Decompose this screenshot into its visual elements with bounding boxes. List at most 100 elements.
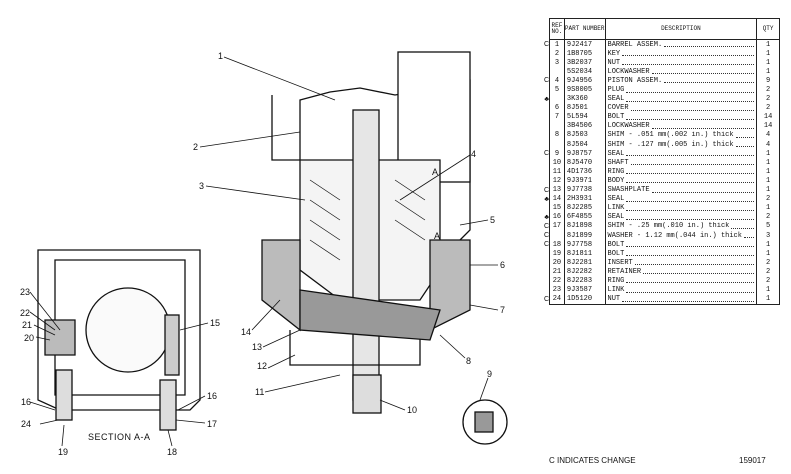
part-number-cell: 3B2037 <box>565 58 606 68</box>
description-cell: LOCKWASHER <box>606 121 758 131</box>
description-cell: RING <box>606 276 758 286</box>
qty-cell: 1 <box>765 58 771 67</box>
callout-section-a-top: A <box>432 167 439 177</box>
ref-cell: 1 <box>550 40 565 50</box>
description-cell: BODY <box>606 176 758 186</box>
ref-cell: 15 <box>550 203 565 213</box>
part-number-cell: 8J2282 <box>565 267 606 277</box>
callout-19: 19 <box>58 447 69 457</box>
description-text: SHAFT <box>607 158 629 167</box>
callout-24: 24 <box>21 419 32 429</box>
footnote: C INDICATES CHANGE <box>549 456 636 465</box>
ref-cell: 20 <box>550 258 565 268</box>
part-number-cell: 8J503 <box>565 130 606 141</box>
output-shaft <box>352 374 382 414</box>
description-text: SEAL <box>607 195 625 204</box>
description-text: BARREL ASSEM. <box>607 40 663 49</box>
qty-cell: 1 <box>765 286 771 295</box>
callout-1: 3 <box>199 181 205 191</box>
part-number-cell: 2H3931 <box>565 194 606 204</box>
ref-cell: 22 <box>550 276 565 286</box>
ref-cell: 9 <box>550 149 565 159</box>
header-desc: DESCRIPTION <box>606 19 758 39</box>
qty-cell: 1 <box>765 249 771 258</box>
ref-cell: 12 <box>550 176 565 186</box>
ref-cell: 17 <box>550 221 565 231</box>
description-cell: LINK <box>606 285 758 295</box>
ref-cell <box>550 94 565 104</box>
description-text: SEAL <box>607 213 625 222</box>
qty-cell: 3 <box>765 231 771 240</box>
change-mark: C <box>543 186 549 194</box>
description-text: SHIM - .127 mm(.005 in.) thick <box>607 140 734 149</box>
qty-cell: 9 <box>765 76 771 85</box>
part-number-cell: 1D5120 <box>565 294 606 304</box>
description-cell: WASHER - 1.12 mm(.044 in.) thick <box>606 230 758 241</box>
description-cell: BOLT <box>606 240 758 250</box>
section-label: SECTION A-A <box>88 432 151 442</box>
qty-cell: 1 <box>765 167 771 176</box>
description-text: SEAL <box>607 95 625 104</box>
description-cell: KEY <box>606 49 758 59</box>
description-cell: INSERT <box>606 258 758 268</box>
section-bore <box>85 287 171 373</box>
ref-cell: 11 <box>550 167 565 177</box>
description-cell: RETAINER <box>606 267 758 277</box>
qty-cell: 1 <box>765 40 771 49</box>
part-number-cell: 6F4855 <box>565 212 606 222</box>
ref-cell: 6 <box>550 103 565 113</box>
change-mark: ♣ <box>544 213 549 221</box>
qty-cell: 4 <box>765 131 771 140</box>
part-number-cell: 4D1736 <box>565 167 606 177</box>
description-text: SHIM - .051 mm(.002 in.) thick <box>607 131 734 140</box>
ref-cell <box>550 121 565 131</box>
callout-21: 21 <box>22 320 33 330</box>
lower-body <box>289 330 421 366</box>
ref-cell: 8 <box>550 130 565 141</box>
left-cover <box>261 239 301 332</box>
ref-cell <box>550 67 565 77</box>
callout-section-a-bottom: A <box>434 231 441 241</box>
qty-cell: 1 <box>765 149 771 158</box>
callout-5: 5 <box>490 215 496 225</box>
description-cell: LOCKWASHER <box>606 67 758 77</box>
qty-cell: 1 <box>765 295 771 304</box>
change-mark: C <box>543 77 549 85</box>
callout-23: 23 <box>20 287 31 297</box>
description-cell: NUT <box>606 58 758 68</box>
ref-cell: 13 <box>550 185 565 195</box>
qty-cell: 5 <box>765 222 771 231</box>
ref-cell: 2 <box>550 49 565 59</box>
ref-cell: 18 <box>550 240 565 250</box>
description-text: RING <box>607 276 625 285</box>
callout-17: 17 <box>207 419 218 429</box>
ref-cell: 16 <box>550 212 565 222</box>
ref-cell: 10 <box>550 158 565 168</box>
qty-cell: 2 <box>765 95 771 104</box>
description-cell: SHIM - .25 mm(.010 in.) thick <box>606 221 758 231</box>
ref-cell: 7 <box>550 112 565 122</box>
description-cell: PISTON ASSEM. <box>606 76 758 86</box>
qty-cell: 2 <box>765 195 771 204</box>
description-text: BOLT <box>607 113 625 122</box>
description-cell: PLUG <box>606 85 758 95</box>
description-text: WASHER - 1.12 mm(.044 in.) thick <box>607 231 742 240</box>
callout-13: 13 <box>252 342 263 352</box>
description-text: LINK <box>607 286 625 295</box>
part-number-cell: 3K360 <box>565 94 606 104</box>
swashplate <box>299 289 441 341</box>
ref-cell <box>550 230 565 241</box>
qty-cell: 2 <box>765 276 771 285</box>
change-mark: ♣ <box>544 195 549 203</box>
